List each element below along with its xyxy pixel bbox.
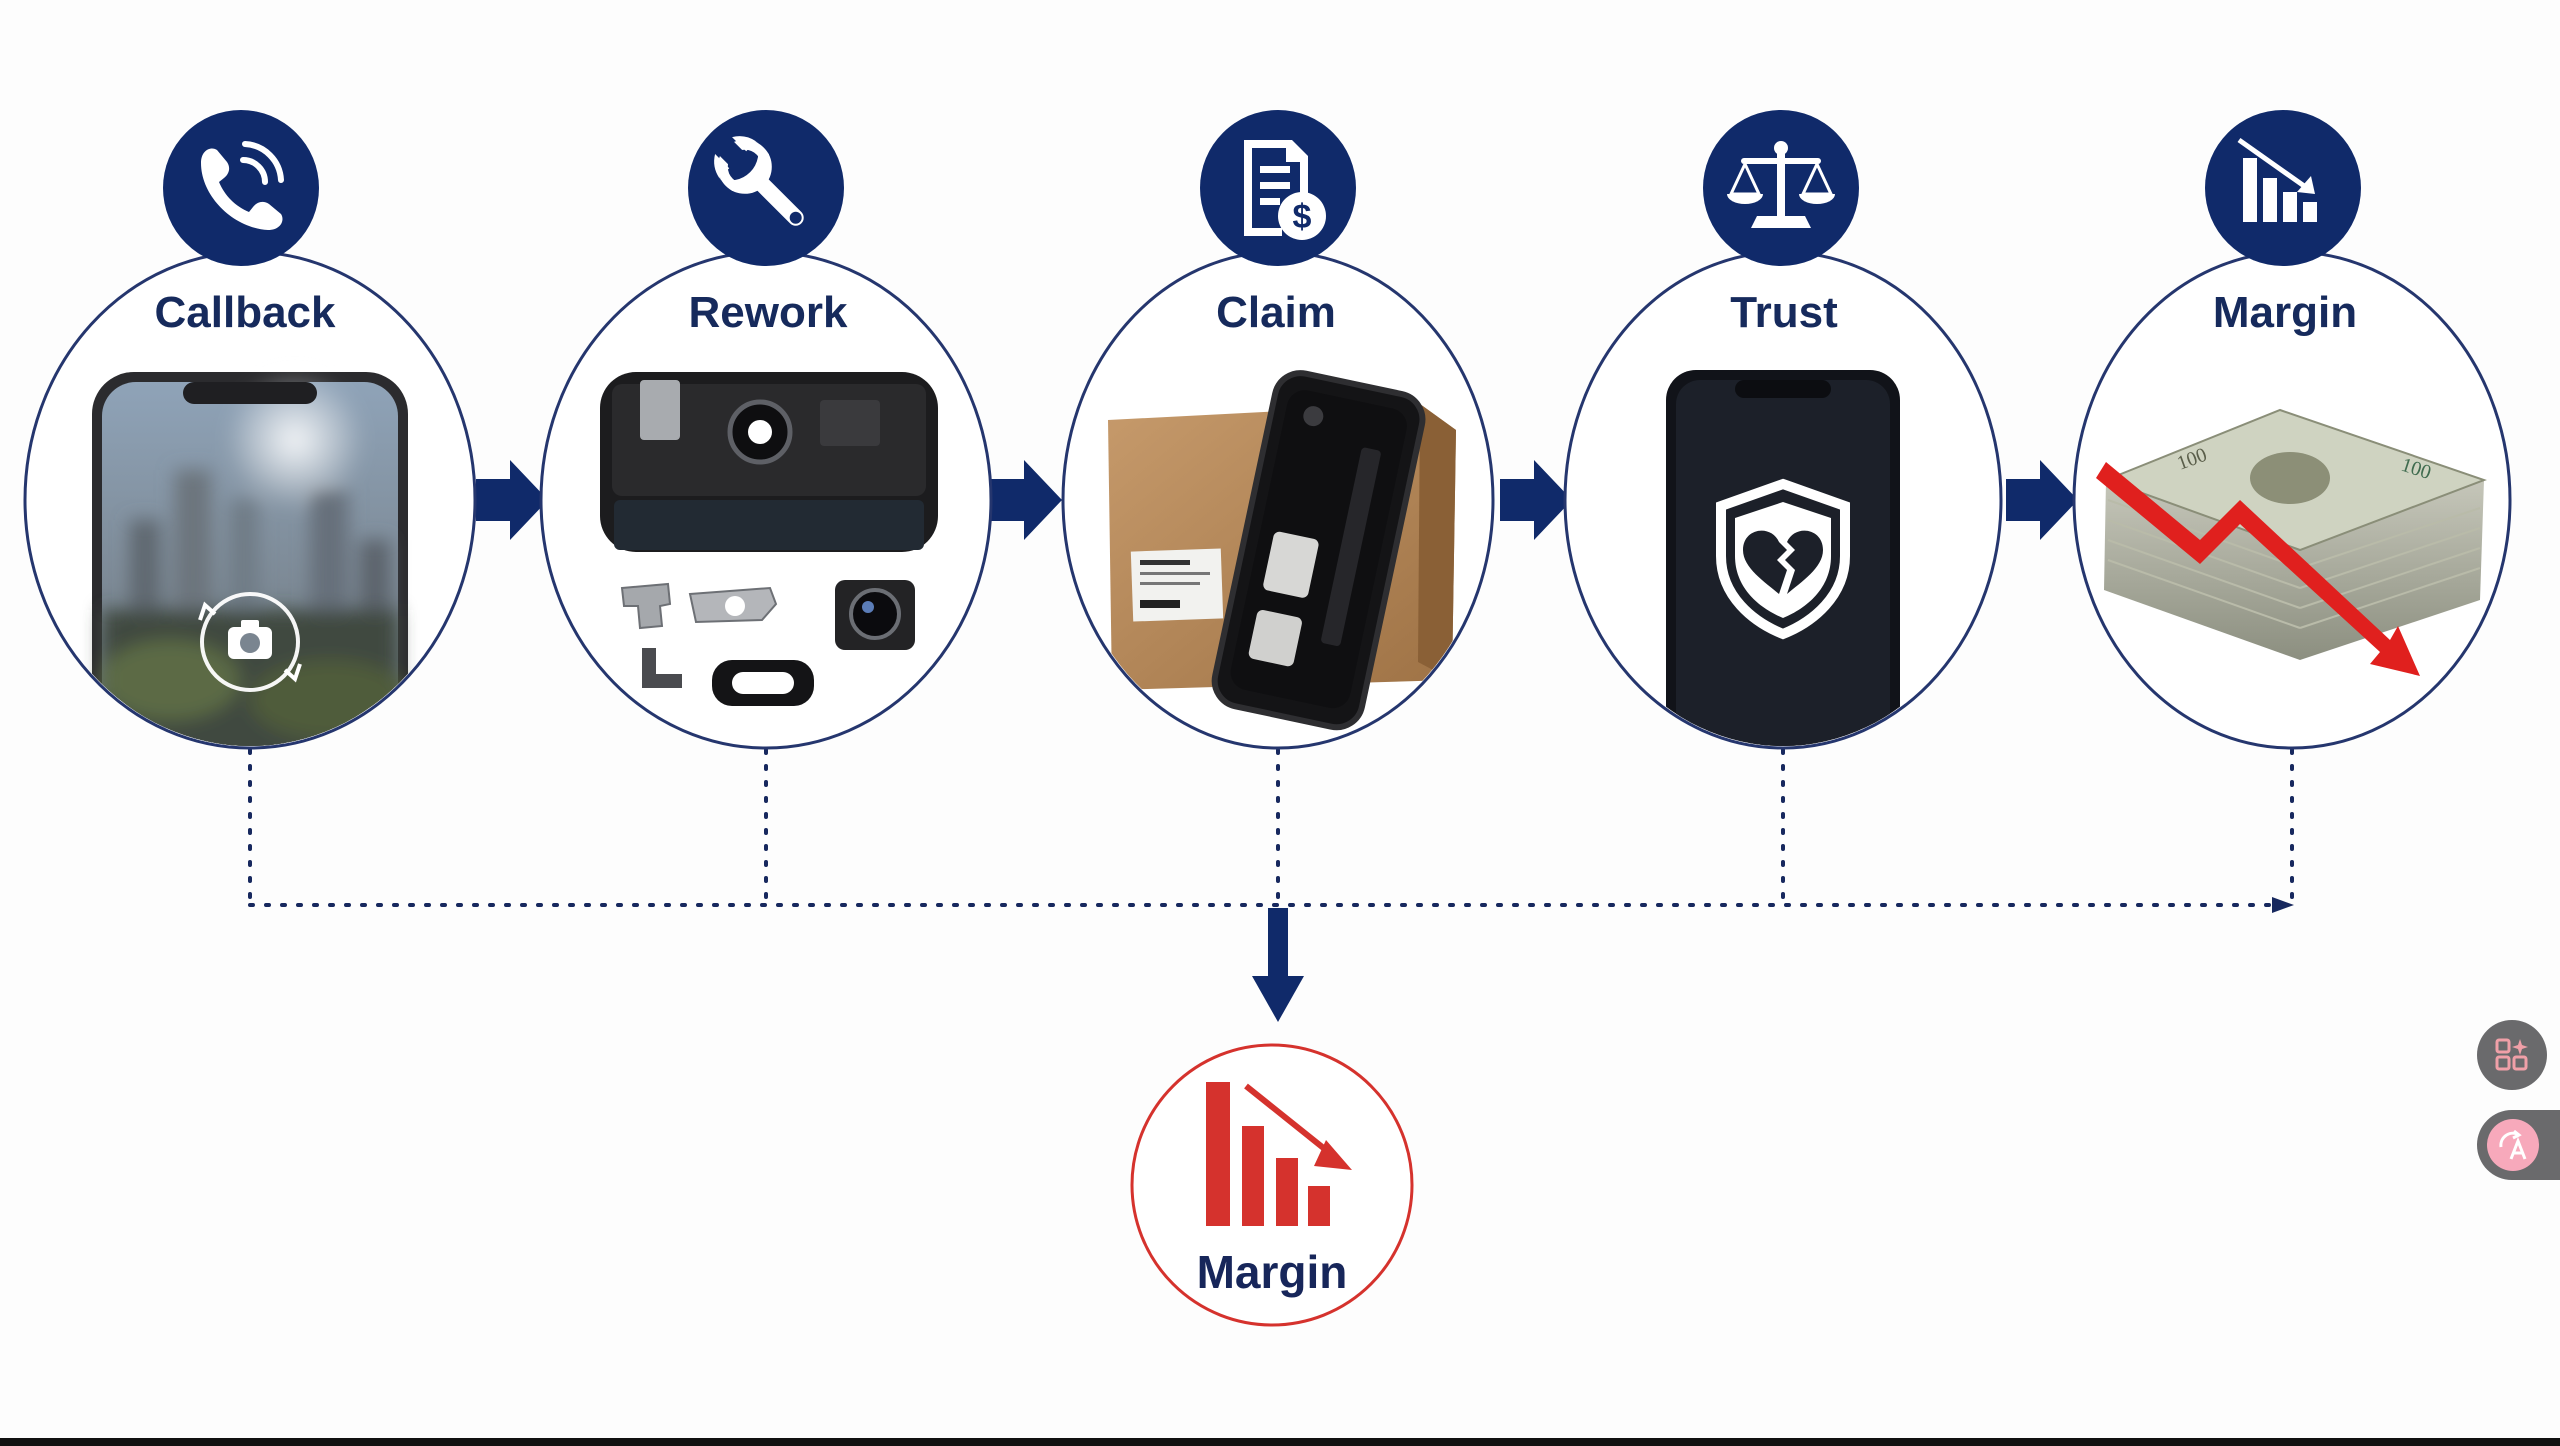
- scales-icon: [1727, 141, 1835, 228]
- declining-bars-icon: [2237, 137, 2317, 222]
- apps-sparkle-button[interactable]: [2477, 1020, 2547, 1090]
- flow-arrows: [476, 460, 2078, 540]
- shield-broken-heart-icon: [1716, 478, 1850, 640]
- declining-bars-red-icon: [1206, 1082, 1352, 1226]
- phone-parts-image: [600, 372, 938, 706]
- svg-text:$: $: [1293, 198, 1312, 236]
- translate-icon: [2499, 1129, 2527, 1160]
- bottom-bar: [0, 1438, 2560, 1446]
- stage-margin: 100 100 Margin: [2072, 110, 2512, 750]
- dotted-arrow-head: [2272, 897, 2294, 913]
- stage-trust: Trust: [1563, 110, 2003, 750]
- stage-label-callback: Callback: [155, 288, 337, 337]
- translate-button[interactable]: [2477, 1110, 2560, 1180]
- result-label: Margin: [1197, 1246, 1348, 1298]
- stage-claim: $ Claim: [1061, 110, 1495, 750]
- phone-box-image: [1108, 370, 1456, 731]
- invoice-dollar-icon: $: [1244, 140, 1326, 240]
- broken-trust-phone-image: [1666, 370, 1900, 746]
- dotted-connector-lines: [248, 748, 2294, 907]
- down-trend-arrow: [2096, 462, 2420, 676]
- stage-label-trust: Trust: [1730, 288, 1838, 337]
- blurred-phone-image: [92, 370, 410, 746]
- stage-label-rework: Rework: [689, 288, 848, 337]
- wrench-icon: [714, 136, 804, 226]
- money-stack-image: 100 100: [2096, 408, 2487, 676]
- apps-sparkle-icon: [2495, 1038, 2528, 1071]
- phone-callback-icon: [201, 141, 284, 230]
- stage-label-margin: Margin: [2213, 288, 2357, 337]
- stage-callback: Callback: [23, 110, 477, 750]
- stage-rework: Rework: [539, 110, 993, 750]
- result-margin: Margin: [1130, 1043, 1414, 1327]
- down-arrow: [1252, 908, 1304, 1022]
- stage-label-claim: Claim: [1216, 288, 1336, 337]
- camera-rotate-icon: [198, 592, 302, 692]
